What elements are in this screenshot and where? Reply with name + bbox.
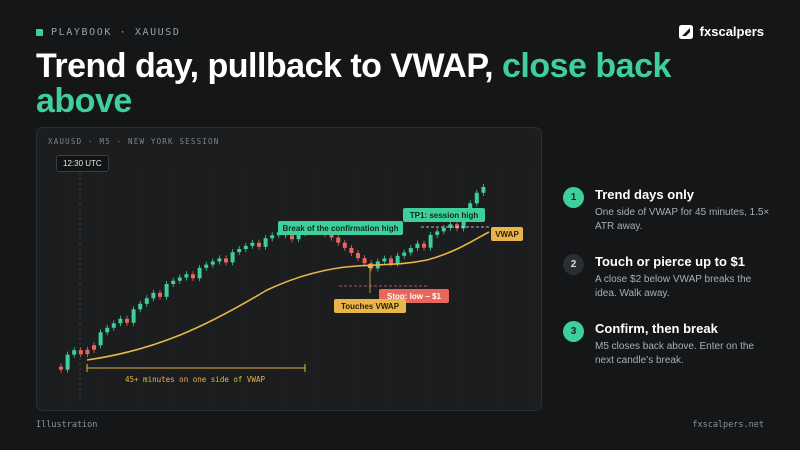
page-title: Trend day, pullback to VWAP, close back … [36, 49, 756, 119]
break-annotation-label: Break of the confirmation high [282, 224, 398, 233]
vwap-annotation-chip [491, 227, 523, 241]
vwap-annotation-label: VWAP [495, 230, 519, 239]
candle-body [230, 252, 235, 263]
candle-body [362, 258, 367, 264]
kicker: PLAYBOOK · XAUUSD [36, 27, 181, 38]
candle-body [111, 323, 116, 328]
candle-body [72, 350, 77, 355]
title-accent: close back above [36, 47, 671, 120]
candle-body [151, 292, 156, 299]
step-3-text: M5 closes back above. Enter on the next … [595, 341, 754, 366]
candle-body [191, 274, 195, 279]
candle-body [402, 252, 407, 256]
candle-body [448, 224, 453, 228]
candle-body [118, 318, 123, 324]
candle-body [329, 234, 334, 238]
candle-body [59, 366, 63, 370]
candle-body [481, 187, 486, 193]
candle-body [395, 255, 400, 264]
candle-body [250, 242, 255, 246]
tp1-annotation-chip [403, 208, 485, 222]
break-annotation-chip [278, 221, 403, 235]
candle-body [356, 252, 360, 259]
chart-panel: 45+ minutes on one side of VWAP Break of… [36, 127, 542, 411]
candle-body [342, 242, 347, 248]
candle-body [389, 258, 393, 264]
step-3: 3 Confirm, then break M5 closes back abo… [563, 320, 773, 368]
candle-body [290, 235, 294, 240]
candle-body [455, 224, 459, 229]
title-main: Trend day, pullback to VWAP, [36, 47, 503, 85]
step-2: 2 Touch or pierce up to $1 A close $2 be… [563, 253, 773, 301]
candle-body [382, 258, 387, 262]
candle-body [296, 233, 301, 240]
candle-body [237, 249, 242, 253]
candle-body [204, 264, 209, 268]
candle-body [85, 349, 90, 355]
step-2-number: 2 [563, 254, 584, 275]
candle-body [257, 242, 261, 247]
candle-body [92, 345, 96, 350]
touch-annotation-chip [334, 299, 406, 313]
candle-body [408, 248, 413, 253]
candle-body [138, 303, 143, 310]
candle-body [171, 280, 176, 284]
candle-body [243, 245, 248, 250]
kicker-dot [36, 29, 43, 36]
step-3-title: Confirm, then break [595, 321, 718, 336]
span-label: 45+ minutes on one side of VWAP [125, 375, 265, 384]
step-2-title: Touch or pierce up to $1 [595, 254, 746, 269]
candle-body [263, 238, 268, 247]
candle-body [105, 327, 110, 333]
candle-body [474, 192, 479, 204]
steps-list: 1 Trend days only One side of VWAP for 4… [563, 186, 773, 387]
candle-body [422, 243, 426, 248]
candle-body [65, 354, 70, 370]
footer-note: Illustration [36, 420, 98, 430]
brand-logo[interactable]: fxscalpers [678, 24, 764, 39]
vwap-line [86, 231, 490, 361]
candle-body [435, 231, 440, 235]
brand-name: fxscalpers [699, 24, 764, 39]
step-3-number: 3 [563, 321, 584, 342]
candle-body [415, 243, 420, 249]
candle-body [441, 227, 446, 232]
candle-body [197, 267, 202, 279]
candlestick-chart: 45+ minutes on one side of VWAP Break of… [59, 173, 536, 402]
tp1-annotation-label: TP1: session high [410, 211, 479, 220]
candle-body [224, 258, 228, 263]
candle-body [125, 318, 129, 323]
candle-body [164, 283, 169, 297]
candle-body [336, 237, 341, 243]
touch-point-marker [367, 263, 373, 269]
step-1-text: One side of VWAP for 45 minutes, 1.5× AT… [595, 207, 770, 232]
candle-body [144, 298, 149, 304]
step-1: 1 Trend days only One side of VWAP for 4… [563, 186, 773, 234]
candle-body [270, 235, 275, 239]
candle-body [210, 261, 215, 265]
brand-mark-icon [678, 24, 693, 39]
candle-body [184, 274, 189, 278]
time-chip: 12:30 UTC [56, 155, 109, 172]
chart-panel-label: XAUUSD · M5 · NEW YORK SESSION [48, 137, 220, 146]
touch-annotation-label: Touches VWAP [341, 302, 400, 311]
candle-body [428, 234, 433, 248]
stop-annotation-label: Stop: low − $1 [387, 292, 442, 301]
candle-body [78, 350, 83, 355]
candle-body [217, 258, 222, 262]
candle-body [177, 277, 182, 281]
candle-body [158, 292, 162, 297]
step-1-number: 1 [563, 187, 584, 208]
candle-body [349, 247, 354, 253]
step-1-title: Trend days only [595, 187, 694, 202]
step-2-text: A close $2 below VWAP breaks the idea. W… [595, 274, 752, 299]
kicker-text: PLAYBOOK · XAUUSD [51, 27, 181, 38]
candle-body [98, 332, 103, 346]
candle-body [131, 309, 136, 323]
footer-link[interactable]: fxscalpers.net [692, 420, 764, 430]
